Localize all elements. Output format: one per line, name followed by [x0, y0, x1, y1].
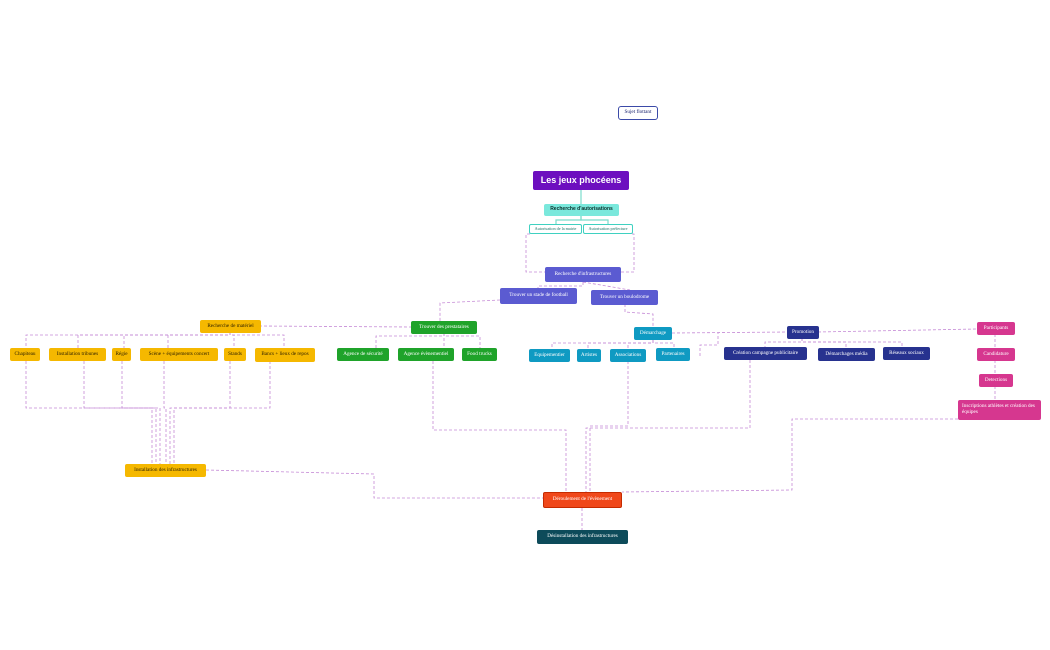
node-label: Agence évènementiel	[403, 350, 449, 357]
node-demarchages-media[interactable]: Démarchages média	[818, 348, 875, 361]
node-installation-infrastructures[interactable]: Installation des infrastructures	[125, 464, 206, 477]
node-reseaux-sociaux[interactable]: Réseaux sociaux	[883, 347, 930, 360]
node-label: Recherche de matériel	[207, 322, 254, 329]
node-label: Food trucks	[467, 350, 492, 357]
node-artistes[interactable]: Artistes	[577, 349, 601, 362]
node-boulodrome[interactable]: Trouver un boulodrome	[591, 290, 658, 305]
node-installation-tribunes[interactable]: Installation tribunes	[49, 348, 106, 361]
node-promotion[interactable]: Promotion	[787, 326, 819, 339]
node-label: Réseaux sociaux	[889, 349, 924, 356]
node-label: Recherche d'infrastructures	[554, 270, 612, 277]
node-autorisation-prefecture[interactable]: Autorisation préfecture	[583, 224, 633, 234]
node-stade-football[interactable]: Trouver un stade de football	[500, 288, 577, 304]
node-label: Associations	[614, 351, 642, 358]
node-label: Stands	[228, 350, 242, 357]
node-detections[interactable]: Detections	[979, 374, 1013, 387]
node-recherche-infrastructures[interactable]: Recherche d'infrastructures	[545, 267, 621, 282]
node-partenaires[interactable]: Partenaires	[656, 348, 690, 361]
node-label: Trouver des prestataires	[419, 323, 469, 330]
node-chapiteau[interactable]: Chapiteau	[10, 348, 40, 361]
node-label: Installation tribunes	[56, 350, 99, 357]
root-node[interactable]: Les jeux phocéens	[533, 171, 629, 190]
node-label: Désinstallation des infrastructures	[547, 533, 618, 540]
node-label: Agence de sécurité	[343, 350, 383, 357]
floating-topic[interactable]: Sujet flottant	[618, 106, 658, 120]
node-recherche-autorisations[interactable]: Recherche d'autorisations	[544, 204, 619, 216]
node-demarchage[interactable]: Démarchage	[634, 327, 672, 340]
node-participants[interactable]: Participants	[977, 322, 1015, 335]
node-agence-securite[interactable]: Agence de sécurité	[337, 348, 389, 361]
node-label: Démarchage	[639, 329, 667, 336]
node-label: Autorisation de la mairie	[534, 225, 577, 231]
node-label: Chapiteau	[14, 350, 36, 357]
node-label: Promotion	[792, 328, 814, 335]
node-bancs[interactable]: Bancs + lieux de repos	[255, 348, 315, 362]
node-associations[interactable]: Associations	[610, 349, 646, 362]
node-label: Artistes	[580, 351, 598, 358]
node-recherche-materiel[interactable]: Recherche de matériel	[200, 320, 261, 333]
floating-topic-label: Sujet flottant	[624, 109, 652, 116]
node-campagne-pub[interactable]: Création campagne publicitaire	[724, 347, 807, 360]
node-label: Participants	[983, 324, 1009, 331]
node-label: Trouver un stade de football	[509, 292, 568, 299]
root-label: Les jeux phocéens	[540, 175, 622, 186]
node-prestataires[interactable]: Trouver des prestataires	[411, 321, 477, 334]
node-label: Inscriptions athlètes et création des éq…	[962, 403, 1035, 415]
node-desinstallation[interactable]: Désinstallation des infrastructures	[537, 530, 628, 544]
node-label: Equipementier	[534, 351, 565, 358]
node-label: Recherche d'autorisations	[550, 206, 613, 213]
node-label: Démarchages média	[825, 350, 868, 357]
node-scene-concert[interactable]: Scène + équipements concert	[140, 348, 218, 361]
node-regie[interactable]: Régie	[112, 348, 131, 361]
node-deroulement[interactable]: Déroulement de l'évènement	[543, 492, 622, 508]
node-inscriptions[interactable]: Inscriptions athlètes et création des éq…	[958, 400, 1041, 420]
node-label: Candidature	[983, 350, 1009, 357]
node-label: Trouver un boulodrome	[599, 293, 650, 300]
node-label: Detections	[984, 376, 1008, 383]
node-label: Régie	[115, 350, 128, 357]
node-food-trucks[interactable]: Food trucks	[462, 348, 497, 361]
node-label: Scène + équipements concert	[148, 350, 210, 357]
node-equipementier[interactable]: Equipementier	[529, 349, 570, 362]
node-label: Installation des infrastructures	[134, 466, 197, 473]
node-label: Création campagne publicitaire	[732, 349, 799, 356]
node-candidature[interactable]: Candidature	[977, 348, 1015, 361]
node-label: Déroulement de l'évènement	[552, 496, 613, 503]
node-autorisation-mairie[interactable]: Autorisation de la mairie	[529, 224, 582, 234]
node-label: Bancs + lieux de repos	[261, 351, 309, 358]
node-label: Autorisation préfecture	[588, 225, 628, 231]
node-agence-evenementiel[interactable]: Agence évènementiel	[398, 348, 454, 361]
node-stands[interactable]: Stands	[224, 348, 246, 361]
node-label: Partenaires	[661, 350, 685, 357]
